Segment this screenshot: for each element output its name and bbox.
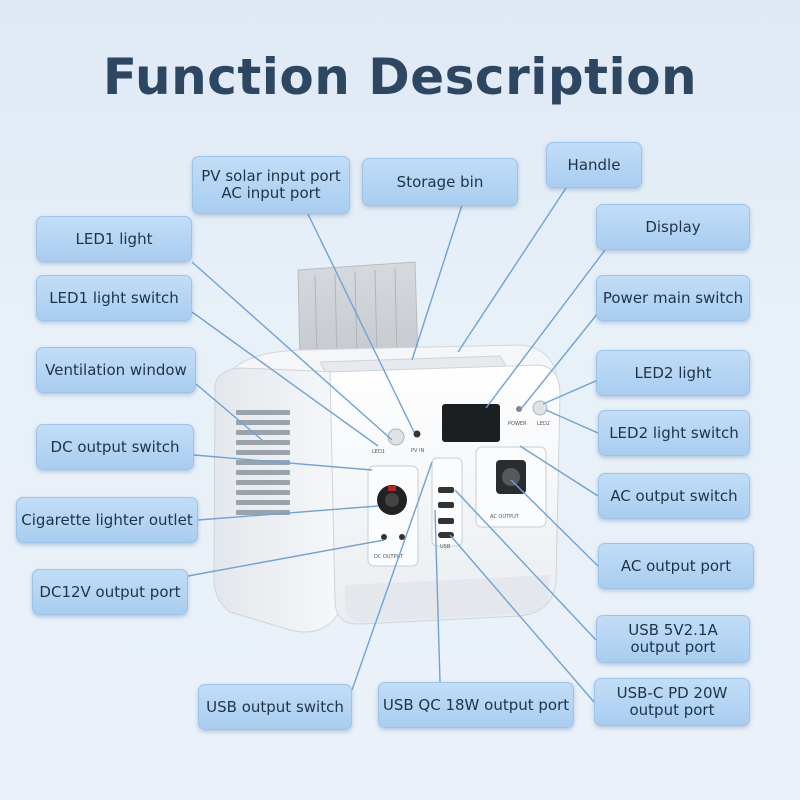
label-handle: Handle <box>546 142 642 188</box>
label-led1-light: LED1 light <box>36 216 192 262</box>
label-usb-5v-output-port: USB 5V2.1A output port <box>596 615 750 663</box>
led2-small-label: LED2 <box>537 421 550 427</box>
label-ventilation-window: Ventilation window <box>36 347 196 393</box>
label-dc-output-switch: DC output switch <box>36 424 194 470</box>
led1-small-label: LED1 <box>372 449 385 455</box>
dc-output-panel <box>367 465 419 567</box>
label-ac-output-switch: AC output switch <box>598 473 750 519</box>
label-usb-output-switch: USB output switch <box>198 684 352 730</box>
label-led2-light-switch: LED2 light switch <box>598 410 750 456</box>
pv-input-jack <box>413 430 421 438</box>
ventilation-window-grille <box>236 410 290 515</box>
label-display: Display <box>596 204 750 250</box>
ac-panel-label: AC OUTPUT <box>490 514 520 520</box>
power-small-label: POWER <box>508 421 527 427</box>
page-title: Function Description <box>102 48 698 106</box>
label-storage-bin: Storage bin <box>362 158 518 206</box>
label-ac-output-port: AC output port <box>598 543 754 589</box>
label-usb-c-pd-output-port: USB-C PD 20W output port <box>594 678 750 726</box>
label-usb-qc-output-port: USB QC 18W output port <box>378 682 574 728</box>
pv-small-label: PV IN <box>411 448 424 454</box>
label-pv-solar-input: PV solar input port AC input port <box>192 156 350 214</box>
dc-panel-label: DC OUTPUT <box>374 554 404 560</box>
label-dc12v-output-port: DC12V output port <box>32 569 188 615</box>
leader-lines <box>187 187 606 703</box>
label-led1-light-switch: LED1 light switch <box>36 275 192 321</box>
display-screen <box>442 404 500 442</box>
label-led2-light: LED2 light <box>596 350 750 396</box>
usb-panel-label: USB <box>440 544 451 550</box>
label-power-main-switch: Power main switch <box>596 275 750 321</box>
label-cigarette-lighter-outlet: Cigarette lighter outlet <box>16 497 198 543</box>
led1-switch-button <box>387 428 405 446</box>
power-main-switch-button <box>516 406 522 412</box>
